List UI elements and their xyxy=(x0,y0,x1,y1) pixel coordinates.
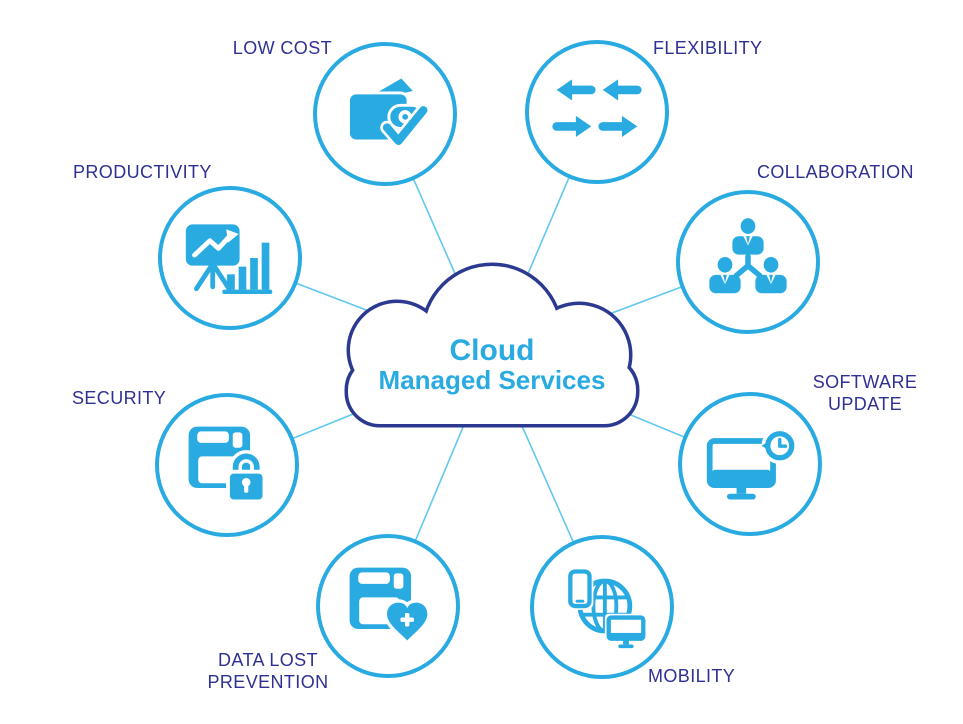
cloud-title: Cloud xyxy=(450,334,535,367)
floppy-heart-icon xyxy=(349,567,431,644)
cloud-shape: Cloud Managed Services xyxy=(342,258,642,430)
label-flexibility: FLEXIBILITY xyxy=(653,38,763,58)
label-productivity: PRODUCTIVITY xyxy=(73,162,212,182)
node-mobility xyxy=(530,535,674,679)
presentation-chart-icon xyxy=(185,224,273,294)
label-data-lost-prevention: DATA LOST PREVENTION xyxy=(207,650,329,692)
label-low-cost: LOW COST xyxy=(232,38,332,58)
devices-globe-icon xyxy=(566,567,648,649)
swap-arrows-icon xyxy=(552,79,642,137)
node-data-lost-prevention xyxy=(316,534,460,678)
node-software-update xyxy=(678,392,822,536)
label-collaboration: COLLABORATION xyxy=(757,162,914,182)
label-mobility: MOBILITY xyxy=(648,666,736,686)
floppy-lock-icon xyxy=(188,426,267,504)
label-security: SECURITY xyxy=(72,388,167,408)
cloud-subtitle: Managed Services xyxy=(379,365,606,395)
wallet-check-icon xyxy=(347,78,431,148)
monitor-clock-icon xyxy=(706,427,798,500)
node-collaboration xyxy=(676,190,820,334)
node-low-cost xyxy=(313,42,457,186)
node-productivity xyxy=(158,186,302,330)
team-hierarchy-icon xyxy=(709,218,787,294)
node-security xyxy=(155,393,299,537)
label-software-update: SOFTWARE UPDATE xyxy=(812,372,918,414)
node-flexibility xyxy=(525,40,669,184)
